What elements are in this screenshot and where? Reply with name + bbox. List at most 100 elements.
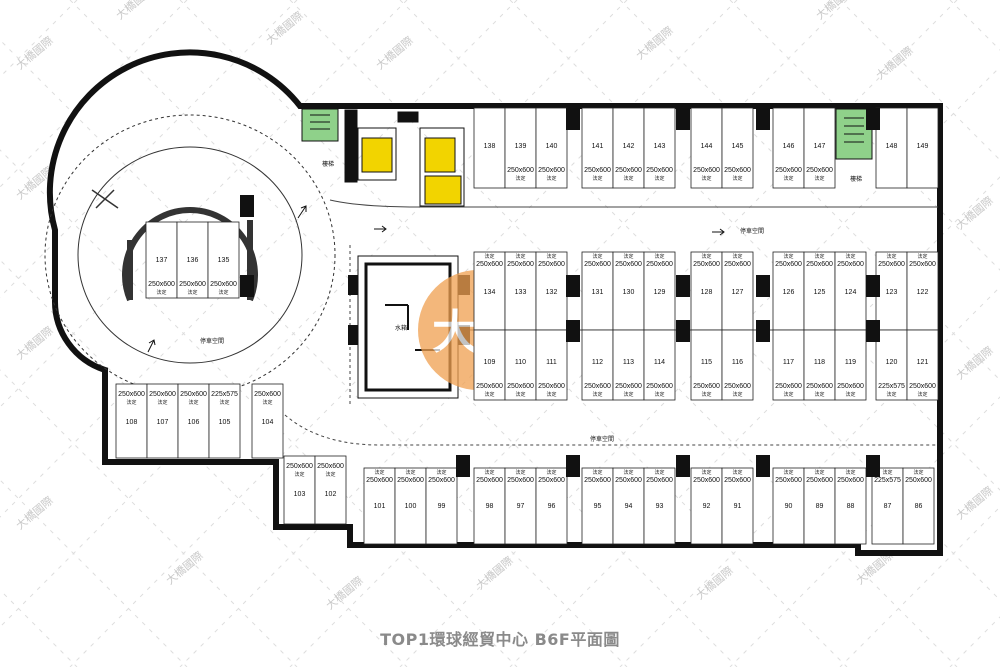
- parking-space-number: 125: [814, 289, 826, 296]
- parking-space-number: 92: [703, 503, 711, 510]
- pillar: [756, 455, 770, 477]
- parking-space-outline: [473, 329, 506, 401]
- parking-space-outline: [581, 251, 614, 331]
- parking-space-number: 90: [785, 503, 793, 510]
- parking-space-outline: [535, 251, 568, 331]
- parking-space-number: 149: [917, 143, 929, 150]
- parking-space-number: 144: [701, 143, 713, 150]
- parking-space-note: 法定: [374, 469, 384, 476]
- parking-space: 148: [875, 107, 908, 189]
- parking-space-number: 98: [486, 503, 494, 510]
- parking-space-note: 法定: [701, 469, 711, 476]
- parking-space-number: 111: [546, 359, 557, 366]
- parking-space-size: 250x600: [646, 261, 673, 268]
- parking-space-note: 法定: [188, 399, 198, 406]
- parking-space-size: 250x600: [507, 167, 534, 174]
- water-tank-label: 水箱: [395, 324, 407, 332]
- parking-space-number: 146: [783, 143, 795, 150]
- parking-area-label-top: 停車空間: [740, 227, 764, 235]
- parking-space-number: 86: [915, 503, 923, 510]
- parking-space-outline: [834, 467, 867, 545]
- watermark-text: 大橋國際: [953, 343, 996, 382]
- parking-space-number: 127: [732, 289, 744, 296]
- parking-space-number: 137: [156, 257, 168, 264]
- parking-space-note: 法定: [654, 175, 664, 182]
- parking-space-number: 131: [592, 289, 604, 296]
- pillar: [566, 275, 580, 297]
- parking-space-size: 250x600: [775, 383, 802, 390]
- parking-space-outline: [643, 329, 676, 401]
- parking-space-outline: [314, 455, 347, 525]
- pillar: [240, 195, 254, 217]
- parking-space-outline: [394, 467, 427, 545]
- parking-space-size: 250x600: [837, 477, 864, 484]
- parking-space-outline: [612, 467, 645, 545]
- parking-space-number: 102: [325, 491, 337, 498]
- parking-space-number: 118: [814, 359, 825, 366]
- parking-space-size: 250x600: [584, 167, 611, 174]
- parking-space-number: 95: [594, 503, 602, 510]
- parking-space-number: 147: [814, 143, 826, 150]
- parking-space-outline: [504, 467, 537, 545]
- parking-space-note: 法定: [783, 253, 793, 260]
- watermark-text: 大橋國際: [113, 0, 156, 22]
- parking-space-outline: [834, 251, 867, 331]
- watermark-text: 大橋國際: [13, 33, 56, 72]
- parking-space-number: 97: [517, 503, 525, 510]
- pillar: [676, 455, 690, 477]
- parking-space-size: 250x600: [615, 167, 642, 174]
- stairs-label-right: 樓梯: [850, 175, 862, 183]
- parking-space-note: 法定: [436, 469, 446, 476]
- parking-space-number: 99: [438, 503, 446, 510]
- parking-space: 149: [906, 107, 939, 189]
- parking-space-note: 法定: [882, 469, 892, 476]
- parking-space-outline: [721, 467, 754, 545]
- parking-space-size: 250x600: [149, 391, 176, 398]
- pillar: [866, 455, 880, 477]
- parking-space-note: 法定: [732, 469, 742, 476]
- parking-space-outline: [612, 107, 645, 189]
- pillar: [866, 320, 880, 342]
- parking-space-note: 法定: [845, 391, 855, 398]
- parking-space-note: 法定: [515, 253, 525, 260]
- parking-space-note: 法定: [592, 391, 602, 398]
- parking-space-size: 250x600: [507, 383, 534, 390]
- parking-space-number: 91: [734, 503, 742, 510]
- parking-space-outline: [504, 251, 537, 331]
- parking-space-number: 134: [484, 289, 496, 296]
- parking-space-note: 法定: [783, 175, 793, 182]
- parking-space-note: 法定: [546, 253, 556, 260]
- parking-space-size: 250x600: [878, 261, 905, 268]
- parking-space-outline: [535, 107, 568, 189]
- parking-space-size: 225x575: [211, 391, 238, 398]
- parking-space-size: 225x575: [874, 477, 901, 484]
- parking-space-outline: [875, 107, 908, 189]
- pillar: [676, 320, 690, 342]
- watermark-text: 大橋國際: [873, 43, 916, 82]
- parking-space-outline: [251, 383, 284, 459]
- parking-space-outline: [581, 329, 614, 401]
- watermark-text: 大橋國際: [953, 193, 996, 232]
